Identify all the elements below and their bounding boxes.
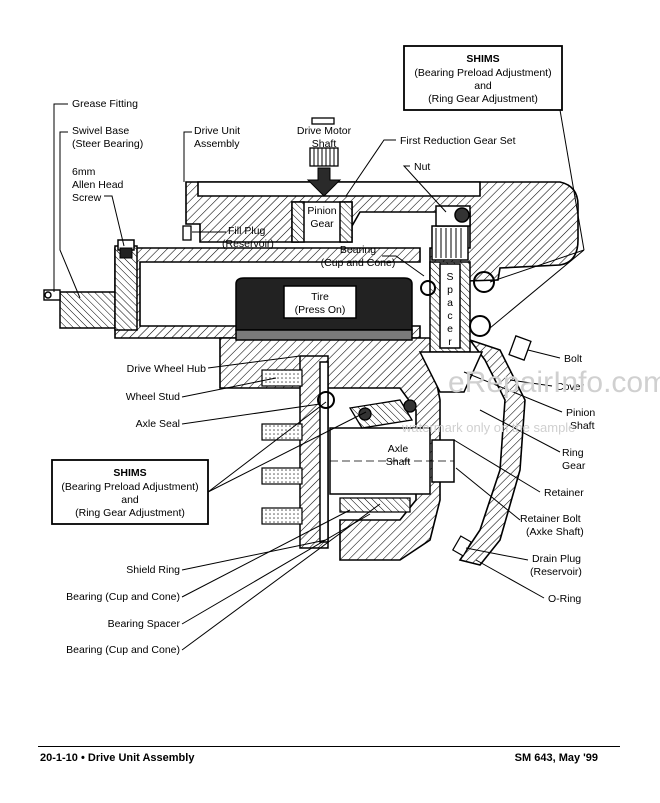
swivel-base: [59, 239, 138, 331]
label-spacer: S p a c e r: [446, 271, 453, 348]
label-bolt: Bolt: [564, 353, 582, 365]
shims-left-title: SHIMS: [113, 467, 146, 479]
svg-text:Screw: Screw: [72, 192, 102, 204]
fill-plug: [182, 225, 192, 241]
svg-text:(Bearing Preload Adjustment): (Bearing Preload Adjustment): [414, 67, 551, 79]
svg-text:S: S: [446, 271, 453, 283]
label-grease-fitting: Grease Fitting: [72, 98, 138, 110]
grease-fitting: [43, 289, 61, 301]
label-allen-6mm: 6mm: [72, 166, 96, 178]
label-axle-shaft: Axle: [388, 443, 409, 455]
drain-plug: [451, 535, 473, 557]
label-drive-wheel-hub: Drive Wheel Hub: [127, 363, 207, 375]
svg-text:(Steer Bearing): (Steer Bearing): [72, 138, 143, 150]
drive-wheel-hub: [299, 355, 329, 549]
svg-text:and: and: [121, 494, 139, 506]
svg-text:Gear: Gear: [310, 218, 334, 230]
svg-text:(Reservoir): (Reservoir): [222, 238, 274, 250]
svg-text:and: and: [474, 80, 492, 92]
label-fill-plug: Fill Plug: [228, 225, 266, 237]
label-drain-plug: Drain Plug: [532, 553, 581, 565]
callout-labels: Grease Fitting Swivel Base (Steer Bearin…: [66, 98, 595, 656]
label-cover: Cover: [556, 381, 585, 393]
svg-text:(Press On): (Press On): [295, 304, 346, 316]
svg-text:Allen Head: Allen Head: [72, 179, 124, 191]
label-wheel-stud: Wheel Stud: [126, 391, 180, 403]
svg-text:(Bearing Preload Adjustment): (Bearing Preload Adjustment): [61, 481, 198, 493]
label-bearing-cup-cone-1: Bearing (Cup and Cone): [66, 591, 180, 603]
svg-text:(Ring Gear Adjustment): (Ring Gear Adjustment): [75, 507, 185, 519]
svg-text:a: a: [447, 297, 453, 309]
footer-section-title: 20-1-10 • Drive Unit Assembly: [40, 752, 195, 764]
label-bearing-spacer: Bearing Spacer: [108, 618, 181, 630]
svg-text:Shaft: Shaft: [386, 456, 411, 468]
svg-text:c: c: [447, 310, 452, 322]
shims-box-top: SHIMS (Bearing Preload Adjustment) and (…: [403, 45, 563, 111]
axle-shaft: [329, 427, 455, 495]
label-o-ring: O-Ring: [548, 593, 581, 605]
label-nut: Nut: [414, 161, 430, 173]
direction-arrow: [306, 167, 342, 197]
svg-text:watermark only on the sample: watermark only on the sample: [401, 420, 575, 435]
svg-text:Assembly: Assembly: [194, 138, 240, 150]
label-bearing-top: Bearing: [340, 244, 376, 256]
svg-text:p: p: [447, 284, 453, 296]
footer-manual-ref: SM 643, May '99: [514, 752, 598, 764]
svg-text:(Cup and Cone): (Cup and Cone): [321, 257, 396, 269]
label-ring-gear: Ring: [562, 447, 584, 459]
tire: [235, 277, 413, 341]
wheel-studs: [261, 369, 303, 525]
label-retainer-bolt: Retainer Bolt: [520, 513, 581, 525]
footer-rule: [38, 746, 620, 747]
bolt: [508, 335, 532, 361]
pinion-gear: [291, 201, 353, 243]
label-drive-unit: Drive Unit: [194, 125, 240, 137]
watermark: eRepairInfo.com watermark only on the sa…: [401, 366, 660, 435]
shim-markers: [317, 271, 495, 409]
drive-motor-shaft: [309, 117, 339, 167]
pinion-cone: [418, 351, 484, 393]
svg-text:Shaft: Shaft: [312, 138, 337, 150]
svg-text:r: r: [448, 336, 452, 348]
label-drive-motor: Drive Motor: [297, 125, 352, 137]
svg-text:(Axke Shaft): (Axke Shaft): [526, 526, 584, 538]
label-swivel-base: Swivel Base: [72, 125, 129, 137]
svg-text:(Ring Gear Adjustment): (Ring Gear Adjustment): [428, 93, 538, 105]
svg-text:eRepairInfo.com: eRepairInfo.com: [448, 366, 660, 399]
shims-top-title: SHIMS: [466, 53, 499, 65]
pinion-shaft-column: [429, 205, 471, 353]
label-tire: Tire: [311, 291, 329, 303]
label-shield-ring: Shield Ring: [126, 564, 180, 576]
shims-box-left: SHIMS (Bearing Preload Adjustment) and (…: [51, 459, 209, 525]
svg-text:e: e: [447, 323, 453, 335]
allen-head-screw: [119, 247, 133, 259]
housing: [114, 181, 579, 566]
label-bearing-cup-cone-2: Bearing (Cup and Cone): [66, 644, 180, 656]
svg-text:Shaft: Shaft: [570, 420, 595, 432]
label-pinion-shaft: Pinion: [566, 407, 595, 419]
label-retainer: Retainer: [544, 487, 584, 499]
svg-text:Gear: Gear: [562, 460, 586, 472]
label-pinion-gear: Pinion: [307, 205, 336, 217]
leader-lines: [53, 103, 585, 651]
svg-text:(Reservoir): (Reservoir): [530, 566, 582, 578]
axle-bearings: [339, 399, 417, 513]
label-axle-seal: Axle Seal: [136, 418, 180, 430]
label-first-reduction: First Reduction Gear Set: [400, 135, 516, 147]
